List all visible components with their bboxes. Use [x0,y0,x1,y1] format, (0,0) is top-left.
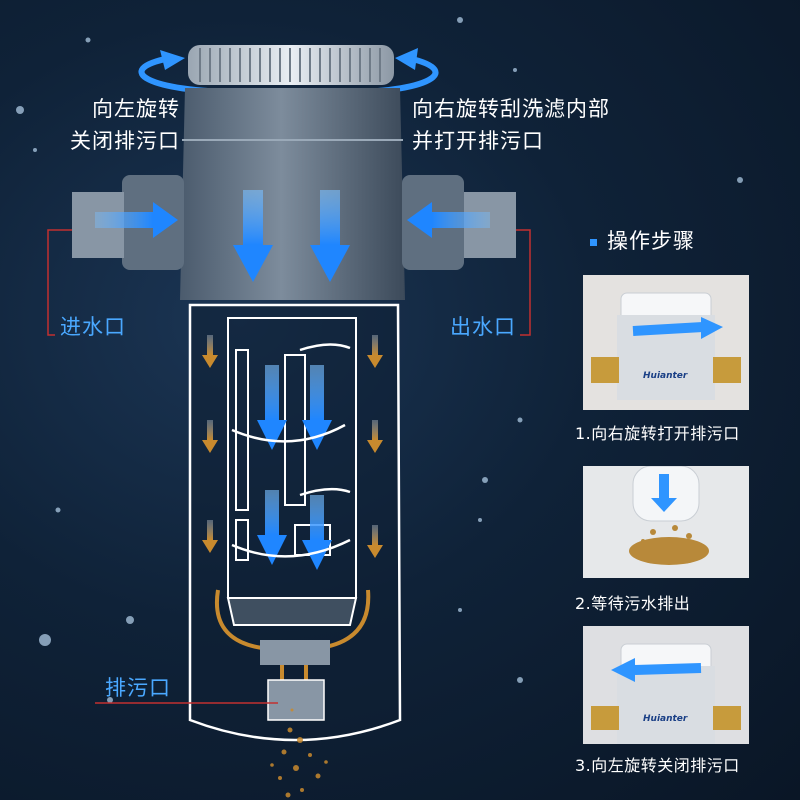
brand-logo: Huianter [643,371,688,381]
step-1-image: Huianter [583,275,749,410]
step-2-caption: 2.等待污水排出 [575,594,691,613]
rotate-arrow-icon [395,48,418,70]
bullet-square-icon [590,238,597,246]
step-3-image: Huianter [583,626,749,744]
rotate-arrow-icon [632,322,704,336]
rotate-left-line-1: 向左旋转 [92,97,180,121]
flow-arrow-icon [95,212,153,228]
rotate-left-label: 向左旋转 关闭排污口 [60,93,180,157]
rotate-right-line-1: 向右旋转刮洗滤内部 [412,97,610,121]
steps-title-text: 操作步骤 [607,229,695,253]
drain-valve [260,640,330,665]
flow-arrow-icon [432,212,490,228]
flow-arrow-icon [243,190,263,245]
cap-knurling [199,48,381,82]
step-1-caption: 1.向右旋转打开排污口 [575,424,740,443]
flow-arrow-icon [407,202,432,238]
flow-arrow-icon [233,245,273,282]
rotate-arrow-icon [160,50,185,70]
flow-arrow-icon [310,245,350,282]
rotate-arrow-icon [632,663,702,675]
water-droplets [16,17,743,703]
rotate-left-line-2: 关闭排污口 [70,129,180,153]
sediment-spray [270,708,328,798]
rotate-right-label: 向右旋转刮洗滤内部 并打开排污口 [412,93,610,157]
flow-arrow-icon [202,335,383,558]
rotate-right-line-2: 并打开排污口 [412,129,544,153]
flow-arrow-icon [320,190,340,245]
rotate-arrow-icon [231,343,351,558]
inlet-label: 进水口 [60,315,126,339]
flow-arrow-icon [651,498,677,512]
flow-arrow-icon [257,365,332,570]
brand-logo: Huianter [643,714,688,724]
flow-arrow-icon [153,202,178,238]
step-3-caption: 3.向左旋转关闭排污口 [575,756,740,775]
steps-title: 操作步骤 [590,225,695,255]
step-2-image [583,466,749,578]
outlet-label: 出水口 [450,315,516,339]
filter-head [180,88,405,300]
drain-label: 排污口 [105,676,171,700]
transparent-housing [188,303,402,742]
leader-lines [47,229,531,704]
